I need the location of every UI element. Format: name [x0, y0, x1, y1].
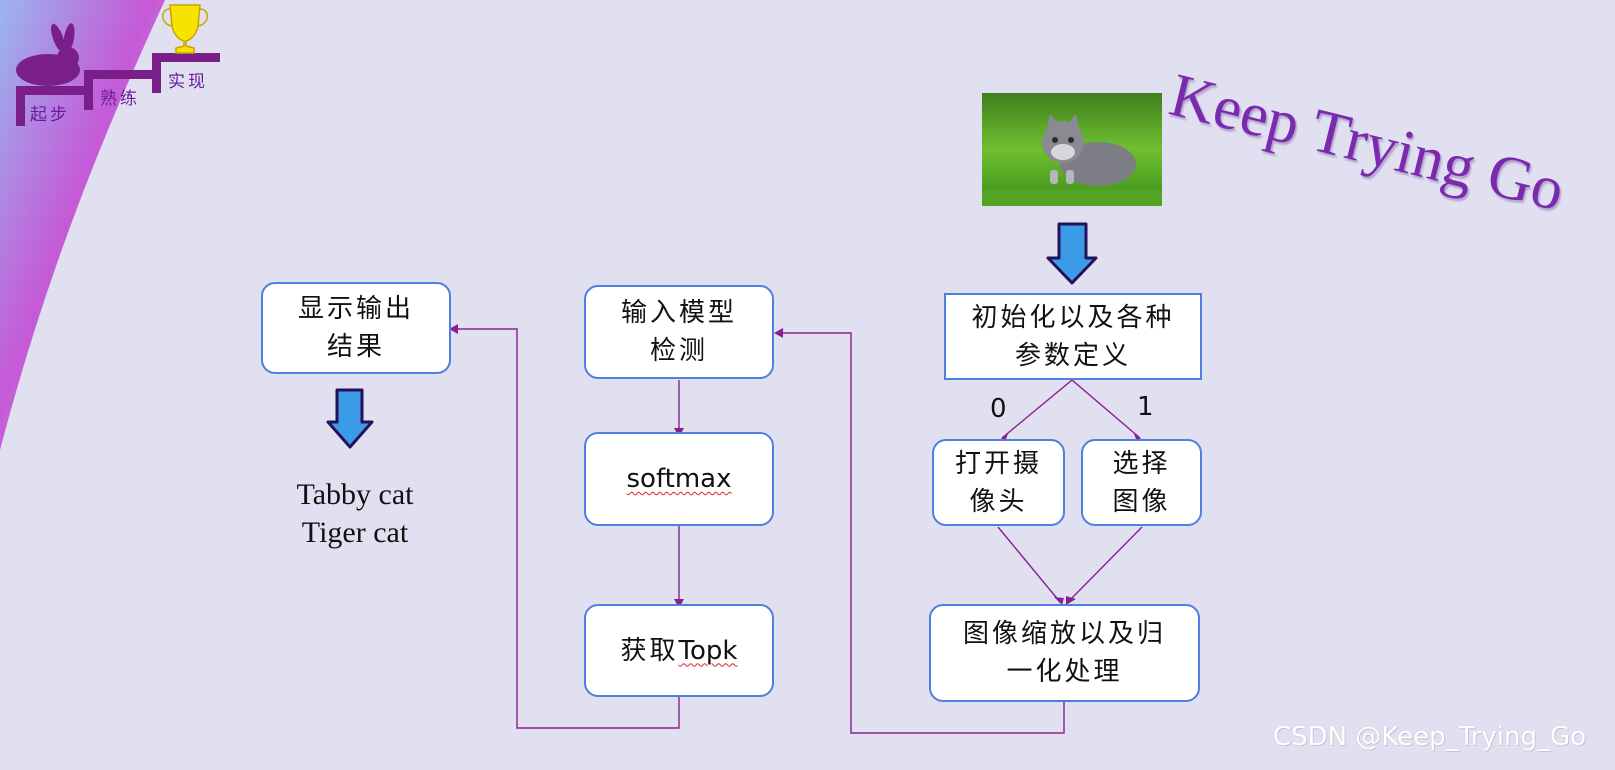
open-camera-box: 打开摄 像头: [932, 439, 1065, 526]
preprocess-box: 图像缩放以及归 一化处理: [929, 604, 1200, 702]
init-params-box: 初始化以及各种 参数定义: [944, 293, 1202, 380]
result-line-2: Tiger cat: [301, 516, 409, 549]
branch-label-1: 1: [1137, 392, 1154, 422]
step-label-achieve: 实现: [168, 72, 208, 92]
softmax-box: softmax: [584, 432, 774, 526]
down-arrow-icon: [1046, 222, 1098, 285]
topk-label-suffix: Topk: [678, 635, 738, 666]
csdn-watermark: CSDN @Keep_Trying_Go: [1273, 722, 1587, 752]
down-arrow-icon: [326, 388, 374, 449]
rabbit-icon: [16, 23, 80, 86]
show-output-box: 显示输出 结果: [261, 282, 451, 374]
select-image-box: 选择 图像: [1081, 439, 1202, 526]
connector-lines: [457, 328, 1143, 734]
trophy-icon: [162, 4, 208, 54]
model-input-box: 输入模型 检测: [584, 285, 774, 379]
step-label-start: 起步: [30, 105, 70, 125]
step-label-skilled: 熟练: [100, 89, 140, 109]
cat-photo: [982, 93, 1162, 206]
steps-logo: [16, 53, 220, 126]
topk-label-prefix: 获取: [620, 635, 679, 666]
branch-label-0: 0: [990, 394, 1007, 424]
softmax-label: softmax: [626, 464, 732, 494]
result-line-1: Tabby cat: [296, 478, 414, 511]
result-text: Tabby cat Tiger cat: [270, 476, 440, 552]
